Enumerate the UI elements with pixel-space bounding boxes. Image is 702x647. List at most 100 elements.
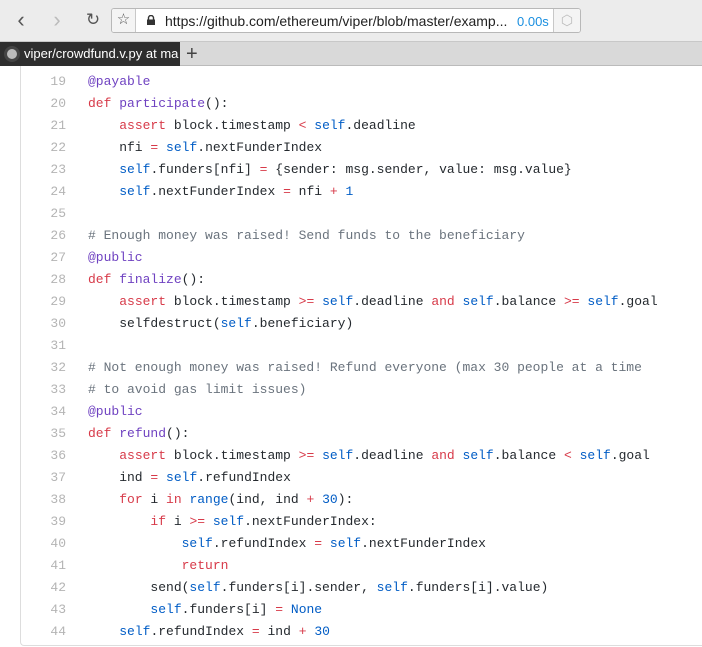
code-token	[158, 470, 166, 485]
code-token: range	[189, 492, 229, 507]
code-token: .funders[i].value)	[407, 580, 549, 595]
code-token: .goal	[610, 448, 650, 463]
line-number[interactable]: 34	[50, 404, 66, 419]
code-token: ():	[166, 426, 190, 441]
line-number[interactable]: 19	[50, 74, 66, 89]
code-token: =	[150, 140, 159, 155]
line-number[interactable]: 38	[50, 492, 66, 507]
line-number[interactable]: 22	[50, 140, 66, 155]
shield-icon[interactable]: ⬡	[553, 9, 580, 32]
code-token: =	[314, 536, 323, 551]
line-code: def finalize():	[88, 269, 205, 291]
code-token: 30	[322, 492, 338, 507]
code-token: +	[298, 624, 307, 639]
code-token: self	[376, 580, 408, 595]
back-button[interactable]: ‹	[17, 7, 25, 32]
code-token	[338, 184, 346, 199]
address-bar[interactable]: ☆ https://github.com/ethereum/viper/blob…	[111, 8, 581, 33]
line-number[interactable]: 25	[50, 206, 66, 221]
code-token: @public	[88, 250, 143, 265]
code-token: nfi	[88, 140, 151, 155]
code-token: .balance	[493, 294, 564, 309]
code-token: self	[220, 316, 252, 331]
code-token: def	[88, 272, 112, 287]
code-token: self	[314, 118, 346, 133]
code-token: block.timestamp	[166, 294, 299, 309]
code-token	[158, 140, 166, 155]
code-token: .funders[nfi]	[150, 162, 260, 177]
line-number[interactable]: 37	[50, 470, 66, 485]
line-number[interactable]: 20	[50, 96, 66, 111]
code-token: =	[275, 602, 284, 617]
new-tab-button[interactable]: +	[186, 43, 198, 65]
code-token: self	[587, 294, 619, 309]
browser-toolbar: ‹ › ↻ ☆ https://github.com/ethereum/vipe…	[0, 0, 702, 42]
code-token	[88, 514, 150, 529]
tab-active[interactable]: viper/crowdfund.v.py at ma	[0, 42, 180, 66]
line-number[interactable]: 26	[50, 228, 66, 243]
code-token: >=	[563, 294, 580, 309]
reload-button[interactable]: ↻	[85, 10, 101, 29]
code-token: .refundIndex	[212, 536, 315, 551]
line-number[interactable]: 43	[50, 602, 66, 617]
line-code: for i in range(ind, ind + 30):	[88, 489, 353, 511]
code-token: .nextFunderIndex	[197, 140, 323, 155]
line-number[interactable]: 28	[50, 272, 66, 287]
line-number[interactable]: 39	[50, 514, 66, 529]
line-number[interactable]: 31	[50, 338, 66, 353]
code-token: self	[189, 580, 221, 595]
bookmark-star-icon[interactable]: ☆	[112, 9, 136, 32]
code-token	[88, 448, 119, 463]
code-token	[88, 536, 182, 551]
load-time: 0.00s	[517, 14, 549, 29]
code-token: and	[431, 448, 455, 463]
code-token: for	[119, 492, 143, 507]
line-number[interactable]: 33	[50, 382, 66, 397]
line-number[interactable]: 35	[50, 426, 66, 441]
code-token: self	[462, 294, 494, 309]
code-token: self	[150, 602, 182, 617]
code-token	[88, 162, 119, 177]
forward-button[interactable]: ›	[53, 7, 61, 32]
code-token	[88, 602, 150, 617]
code-token: i	[166, 514, 190, 529]
line-code: def participate():	[88, 93, 228, 115]
code-token: =	[259, 162, 268, 177]
code-token	[314, 294, 322, 309]
code-token: self	[181, 536, 213, 551]
line-number[interactable]: 36	[50, 448, 66, 463]
code-token: .deadline	[353, 294, 432, 309]
line-number[interactable]: 30	[50, 316, 66, 331]
line-code: if i >= self.nextFunderIndex:	[88, 511, 376, 533]
code-token: self	[166, 470, 198, 485]
line-code: # Not enough money was raised! Refund ev…	[88, 357, 642, 379]
code-token: self	[322, 294, 354, 309]
line-number[interactable]: 23	[50, 162, 66, 177]
line-code: nfi = self.nextFunderIndex	[88, 137, 322, 159]
code-token: self	[166, 140, 198, 155]
line-code: assert block.timestamp >= self.deadline …	[88, 445, 650, 467]
code-token	[572, 448, 580, 463]
code-token: .goal	[618, 294, 658, 309]
line-number[interactable]: 21	[50, 118, 66, 133]
url-text[interactable]: https://github.com/ethereum/viper/blob/m…	[165, 13, 508, 29]
code-token: # Not enough money was raised! Refund ev…	[88, 360, 642, 375]
line-number[interactable]: 44	[50, 624, 66, 639]
line-number[interactable]: 24	[50, 184, 66, 199]
line-number[interactable]: 27	[50, 250, 66, 265]
line-number[interactable]: 32	[50, 360, 66, 375]
code-token: # Enough money was raised! Send funds to…	[88, 228, 525, 243]
line-number[interactable]: 29	[50, 294, 66, 309]
line-code: assert block.timestamp >= self.deadline …	[88, 291, 658, 313]
line-number[interactable]: 40	[50, 536, 66, 551]
code-token: def	[88, 96, 112, 111]
code-token: self	[462, 448, 494, 463]
tab-title: viper/crowdfund.v.py at ma	[24, 46, 179, 61]
code-token: send(	[88, 580, 190, 595]
line-code: def refund():	[88, 423, 189, 445]
code-token: ind	[259, 624, 299, 639]
line-number[interactable]: 41	[50, 558, 66, 573]
line-number[interactable]: 42	[50, 580, 66, 595]
code-token: in	[166, 492, 182, 507]
